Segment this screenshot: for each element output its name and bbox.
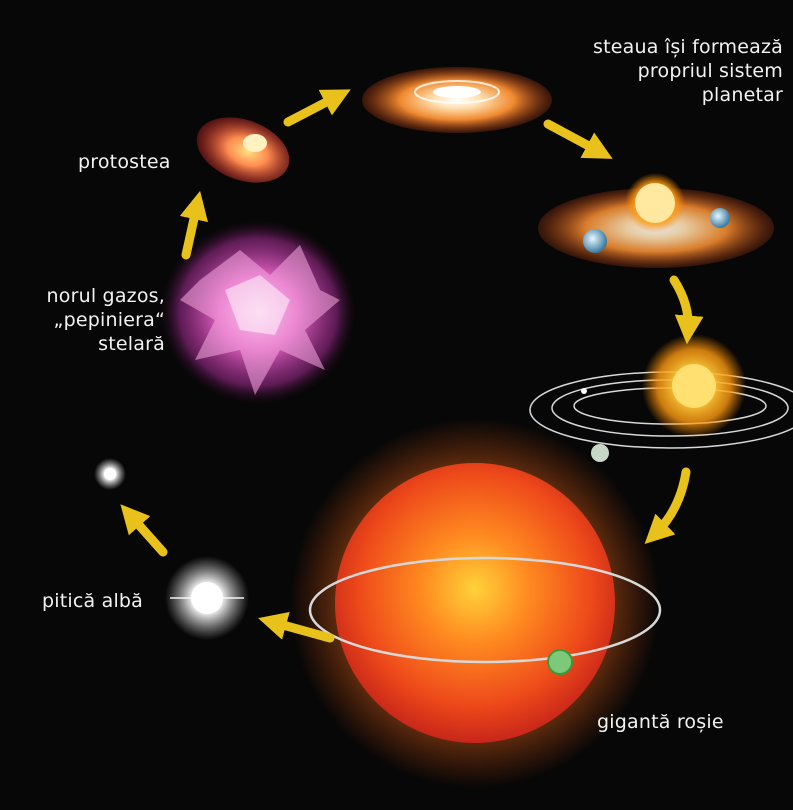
white-dwarf-label: pitică albă [42,589,143,613]
arrow-icon [655,472,686,534]
protostar-label: protostea [78,150,171,174]
gas-cloud-label-line: norul gazos, [10,284,165,308]
planetary-system-label: steaua își formează propriul sistem plan… [530,35,783,107]
solar-system-illustration [530,334,793,462]
arrow-icon [130,515,163,552]
arrow-icon [674,280,688,330]
planetary-system-label-line: propriul sistem [530,59,783,83]
arrow-icon [548,124,600,152]
planetary-disk-illustration [362,67,552,133]
arrow-icon [288,96,338,122]
protostar-illustration [188,105,299,194]
red-giant-label: gigantă roșie [597,710,724,734]
planetary-system-label-line: steaua își formează [530,35,783,59]
gas-cloud-label-line: „pepiniera“ [10,308,165,332]
white-dwarf-illustration [165,556,249,640]
gas-cloud-label: norul gazos, „pepiniera“ stelară [10,284,165,356]
gas-cloud-label-line: stelară [10,332,165,356]
planetary-system-label-line: planetar [530,83,783,107]
stellar-remnant-illustration [94,458,126,490]
forming-system-illustration [538,173,774,268]
